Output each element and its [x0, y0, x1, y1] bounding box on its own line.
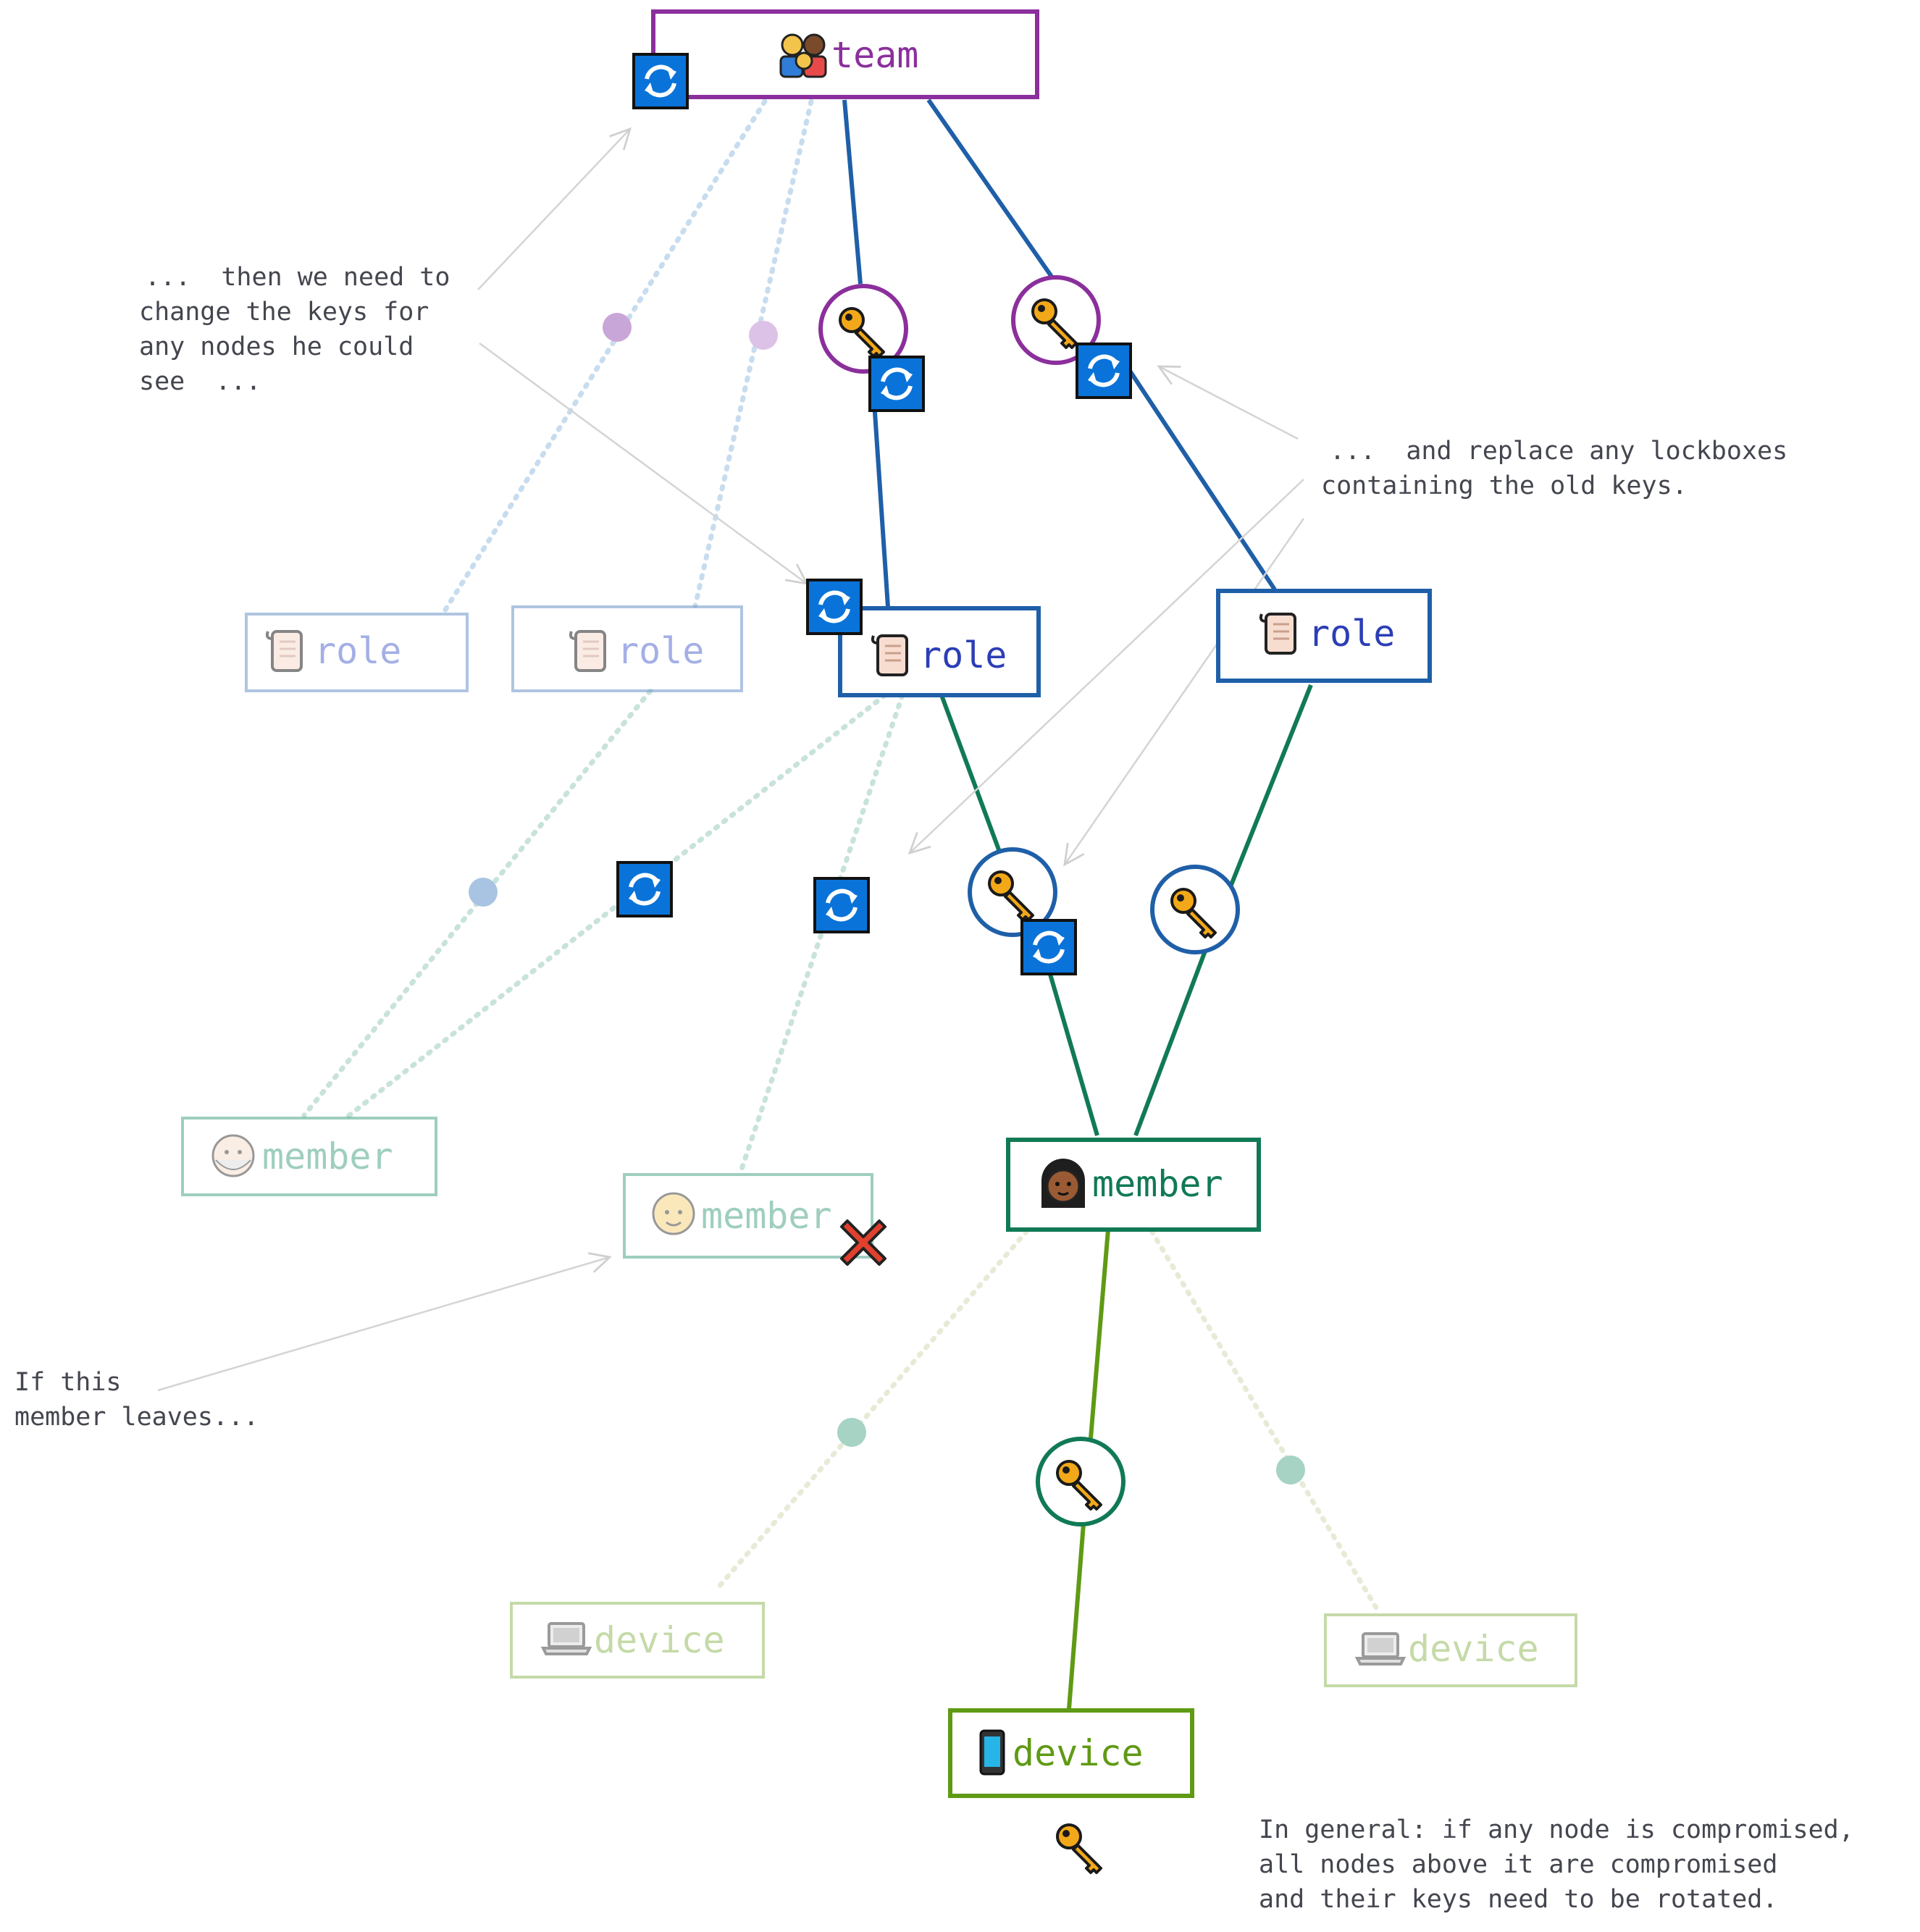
node-device-main[interactable]: device — [948, 1708, 1194, 1798]
family-icon — [779, 33, 827, 78]
edge-role-main-member-leaving — [737, 692, 905, 1176]
rotate-badges — [618, 54, 1131, 974]
note-in-general: In general: if any node is compromised, … — [1259, 1815, 1854, 1914]
lockbox-role-right-member — [1150, 865, 1240, 954]
woman-face-icon — [1041, 1159, 1085, 1208]
node-member-main[interactable]: member — [1006, 1138, 1261, 1232]
laptop-icon — [1356, 1632, 1405, 1666]
edge-key-device-main — [1067, 1523, 1086, 1710]
note-in-general-line-2: all nodes above it are compromised — [1259, 1850, 1777, 1879]
edge-role-right-key — [1229, 684, 1313, 886]
note-and-replace-line-2: containing the old keys. — [1321, 471, 1688, 500]
old-man-face-icon — [211, 1134, 255, 1177]
phone-icon — [979, 1729, 1005, 1776]
lockbox-member-device — [1036, 1437, 1125, 1526]
rotate-icon — [618, 862, 671, 916]
node-device-faded-1-label: device — [594, 1619, 725, 1661]
node-role-main-label: role — [920, 634, 1007, 676]
note-then-change-line-1: ... then we need to — [145, 263, 450, 292]
rotate-icon — [634, 54, 687, 108]
note-and-replace: ... and replace any lockboxes containing… — [1321, 437, 1787, 500]
laptop-icon — [542, 1622, 591, 1655]
scroll-icon — [569, 630, 606, 672]
note-and-replace-line-1: ... and replace any lockboxes — [1330, 437, 1787, 466]
edge-team-key-right — [926, 98, 1054, 278]
lockbox-dot-icon — [1276, 1456, 1305, 1484]
node-role-main[interactable]: role — [838, 606, 1041, 697]
rotate-icon — [1077, 344, 1131, 398]
edge-team-role-faded-1 — [443, 98, 768, 613]
note-in-general-line-3: and their keys need to be rotated. — [1259, 1885, 1777, 1914]
node-role-right[interactable]: role — [1216, 589, 1432, 683]
node-member-leaving-label: member — [701, 1195, 832, 1237]
note-then-change: ... then we need to change the keys for … — [139, 263, 450, 396]
lockbox-role-main-member — [968, 847, 1057, 937]
edge-member-main-key — [1089, 1229, 1110, 1439]
node-device-faded-2[interactable]: device — [1324, 1613, 1577, 1687]
rotate-icon — [1022, 920, 1076, 974]
note-then-change-line-4: see ... — [139, 367, 261, 396]
node-team-label: team — [831, 34, 918, 76]
note-if-member-leaves: If this member leaves... — [14, 1368, 259, 1432]
faded-lockboxes — [469, 313, 1305, 1484]
rotate-icon — [815, 878, 868, 932]
remove-x-icon — [840, 1219, 886, 1266]
bald-face-icon — [652, 1192, 695, 1235]
node-device-main-label: device — [1013, 1732, 1144, 1774]
node-device-faded-1[interactable]: device — [510, 1602, 765, 1679]
rotate-icon — [808, 580, 861, 634]
rotate-icon — [870, 357, 923, 411]
lockbox-team-role-right — [1011, 275, 1101, 365]
node-member-leaving[interactable]: member — [623, 1173, 873, 1259]
lockbox-dot-icon — [603, 313, 632, 342]
device-key-icon — [1056, 1823, 1102, 1874]
edge-team-role-faded-2 — [692, 98, 814, 608]
lockbox-dot-icon — [469, 878, 498, 907]
node-role-faded-2[interactable]: role — [511, 605, 743, 692]
note-then-change-line-3: any nodes he could — [139, 332, 414, 361]
edge-team-key-left — [842, 99, 863, 285]
key-lockboxes — [818, 275, 1240, 1874]
scroll-icon — [265, 630, 303, 672]
edge-key-member-main-right — [1133, 946, 1209, 1137]
lockbox-dot-icon — [837, 1418, 866, 1447]
scroll-icon — [871, 634, 908, 676]
node-role-right-label: role — [1308, 613, 1395, 655]
annotation-arrows — [157, 127, 1305, 1392]
node-member-faded-1[interactable]: member — [181, 1117, 437, 1196]
edge-member-main-device-faded-2 — [1149, 1228, 1379, 1610]
lockbox-team-role-main — [818, 284, 908, 374]
scroll-icon — [1259, 613, 1296, 655]
note-in-general-line-1: In general: if any node is compromised, — [1259, 1815, 1854, 1844]
edge-role-main-key — [939, 694, 1002, 853]
edge-member-main-device-faded-1 — [714, 1228, 1030, 1592]
node-role-faded-1-label: role — [314, 630, 401, 672]
edge-role-main-member-faded-1 — [345, 692, 888, 1120]
note-then-change-line-2: change the keys for — [139, 298, 429, 327]
edge-key-right-role-right — [1122, 361, 1277, 591]
node-member-main-label: member — [1092, 1163, 1223, 1205]
node-member-faded-1-label: member — [262, 1135, 393, 1177]
node-device-faded-2-label: device — [1408, 1628, 1539, 1670]
node-team[interactable]: team — [651, 9, 1039, 99]
lockbox-dot-icon — [749, 321, 778, 350]
note-if-member-leaves-line-1: If this — [14, 1368, 122, 1397]
node-role-faded-1[interactable]: role — [245, 613, 469, 692]
note-if-member-leaves-line-2: member leaves... — [14, 1403, 259, 1432]
node-role-faded-2-label: role — [617, 630, 704, 672]
